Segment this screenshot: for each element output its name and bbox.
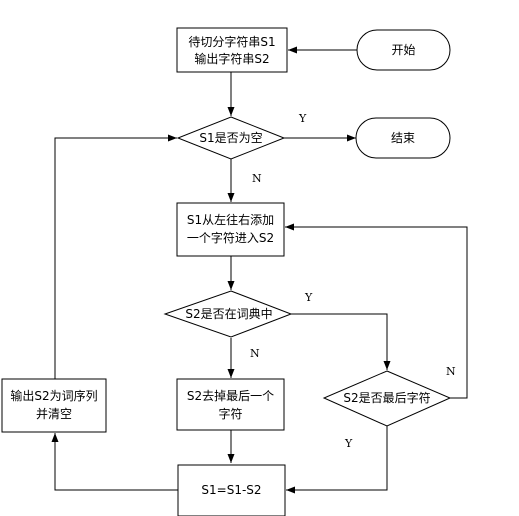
edge-in-dict-yes-to-last-char <box>291 313 391 370</box>
output-clear-process-box: 输出S2为词序列 并清空 <box>1 378 107 433</box>
s1-empty-label: S1是否为空 <box>199 131 262 145</box>
input-process-line2: 输出字符串S2 <box>194 51 269 66</box>
edge-output-to-s1-empty <box>54 134 177 379</box>
in-dict-decision: S2是否在词典中 <box>163 290 293 338</box>
subtract-label: S1=S1-S2 <box>201 483 261 497</box>
edge-last-char-yes-to-subtract <box>286 426 388 494</box>
add-char-line2: 一个字符进入S2 <box>187 230 274 245</box>
output-clear-line2: 并清空 <box>36 407 72 421</box>
edge-subtract-to-output <box>51 433 178 491</box>
remove-last-line1: S2去掉最后一个 <box>187 389 274 403</box>
edge-label-in-dict-yes: Y <box>304 291 313 304</box>
edge-last-char-no-to-add <box>285 223 468 399</box>
edge-label-s1-empty-no: N <box>252 172 262 185</box>
input-process-box: 待切分字符串S1 输出字符串S2 <box>176 27 288 73</box>
edge-label-last-char-yes: Y <box>344 437 353 450</box>
start-label: 开始 <box>391 43 415 57</box>
last-char-decision: S2是否最后字符 <box>322 370 452 427</box>
start-terminal: 开始 <box>356 29 451 71</box>
edge-label-last-char-no: N <box>446 365 456 378</box>
end-label: 结束 <box>391 131 415 145</box>
last-char-label: S2是否最后字符 <box>343 390 430 405</box>
edge-label-in-dict-no: N <box>250 347 260 360</box>
subtract-process-box: S1=S1-S2 <box>177 464 286 516</box>
remove-last-process-box: S2去掉最后一个 字符 <box>176 378 285 431</box>
output-clear-line1: 输出S2为词序列 <box>10 388 97 403</box>
end-terminal: 结束 <box>355 117 451 159</box>
add-char-line1: S1从左往右添加 <box>187 212 274 227</box>
s1-empty-decision: S1是否为空 <box>176 116 286 160</box>
in-dict-label: S2是否在词典中 <box>185 306 272 321</box>
edge-label-s1-empty-yes: Y <box>298 112 307 125</box>
remove-last-line2: 字符 <box>218 406 242 421</box>
input-process-line1: 待切分字符串S1 <box>188 34 275 49</box>
add-char-process-box: S1从左往右添加 一个字符进入S2 <box>176 202 285 257</box>
